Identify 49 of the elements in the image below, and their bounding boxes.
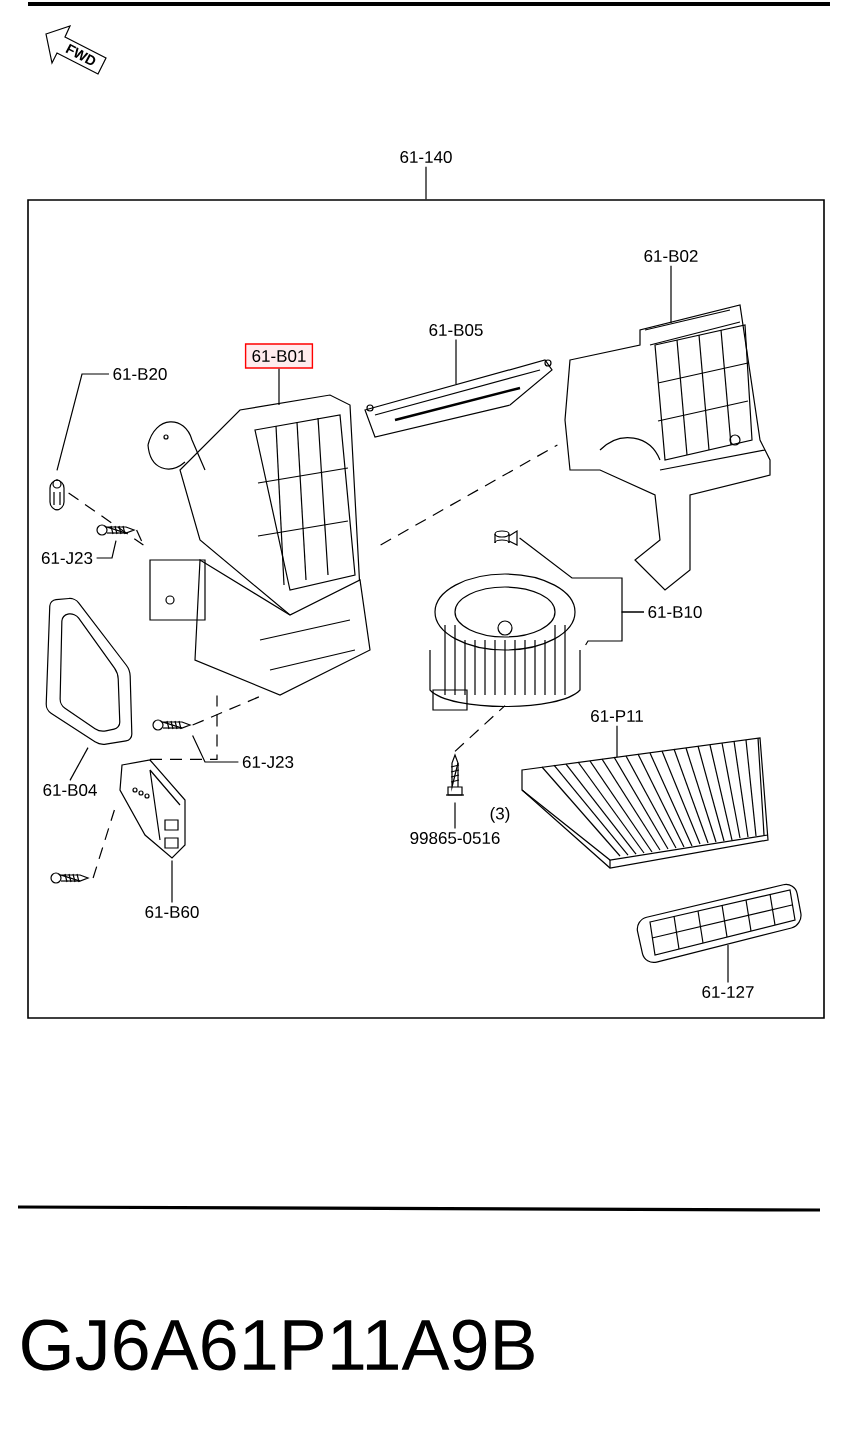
frame-box: [27, 199, 825, 1019]
actuator-drawing: [119, 759, 186, 859]
dashed-line: [68, 492, 144, 546]
clip-drawing: [49, 479, 65, 511]
part-code: GJ6A61P11A9B: [22, 1319, 534, 1371]
part-number: 61-127: [698, 983, 758, 1002]
dashed-line: [92, 809, 115, 879]
leader-line: [171, 860, 173, 903]
leader-line: [670, 265, 672, 324]
duct-drawing: [364, 359, 553, 438]
leader-line: [616, 725, 618, 758]
part-number: 61-B04: [39, 781, 101, 800]
dashed-line: [454, 705, 506, 752]
leader-line: [278, 368, 280, 406]
part-number: 61-J23: [38, 549, 96, 568]
dashed-line: [136, 529, 144, 546]
part-number: 61-B05: [425, 321, 487, 340]
leader-line: [727, 944, 729, 983]
heater-unit-drawing: [147, 394, 371, 696]
part-number: 61-B02: [640, 247, 702, 266]
filter-drawing: [521, 737, 769, 869]
leader-line: [455, 339, 457, 385]
part-number: 61-B01: [244, 343, 314, 369]
gasket-drawing: [45, 597, 133, 745]
blower-motor-drawing: [429, 573, 581, 711]
part-number: 61-140: [396, 148, 456, 166]
leader-line: [585, 611, 645, 646]
leader-line: [454, 802, 456, 829]
quantity-label: (3): [490, 806, 510, 823]
nut-drawing: [494, 529, 518, 546]
bolt-drawing: [445, 753, 465, 796]
screw-drawing: [50, 872, 90, 884]
housing-drawing: [564, 304, 771, 591]
part-number: 61-P11: [587, 707, 647, 726]
grille-drawing: [636, 883, 802, 964]
screw-drawing: [96, 524, 136, 536]
leader-line: [192, 735, 239, 763]
dashed-line: [149, 695, 218, 760]
leader-line: [96, 540, 117, 559]
leader-line: [425, 166, 427, 200]
leader-line: [69, 747, 89, 781]
part-number: 61-B10: [644, 603, 706, 621]
leader-line: [56, 373, 110, 471]
part-number: 61-J23: [239, 753, 297, 772]
part-number: 61-B60: [141, 903, 203, 922]
dashed-line: [380, 444, 558, 546]
part-number: 61-B20: [109, 365, 171, 384]
screw-drawing: [152, 719, 192, 731]
part-number: 99865-0516: [406, 829, 504, 848]
